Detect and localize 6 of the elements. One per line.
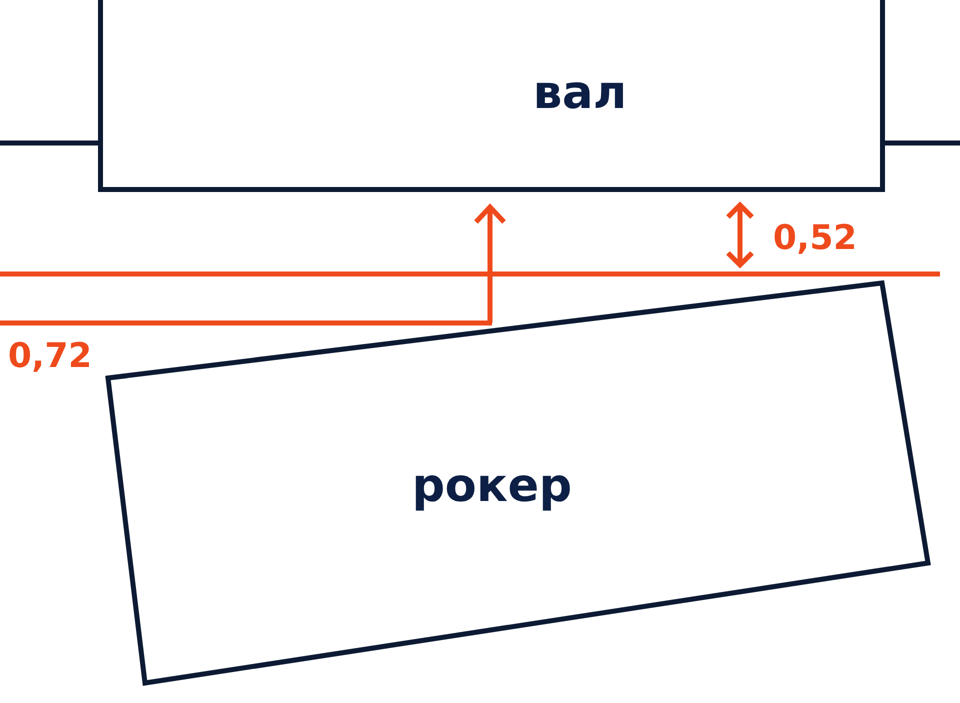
- dimension-value: 0,72: [8, 336, 92, 376]
- part-name: рокер: [412, 458, 572, 512]
- shaft-box: [98, 0, 885, 192]
- rocker-box: [104, 280, 932, 688]
- part-name: вал: [533, 65, 627, 119]
- dimension-value: 0,52: [773, 218, 857, 258]
